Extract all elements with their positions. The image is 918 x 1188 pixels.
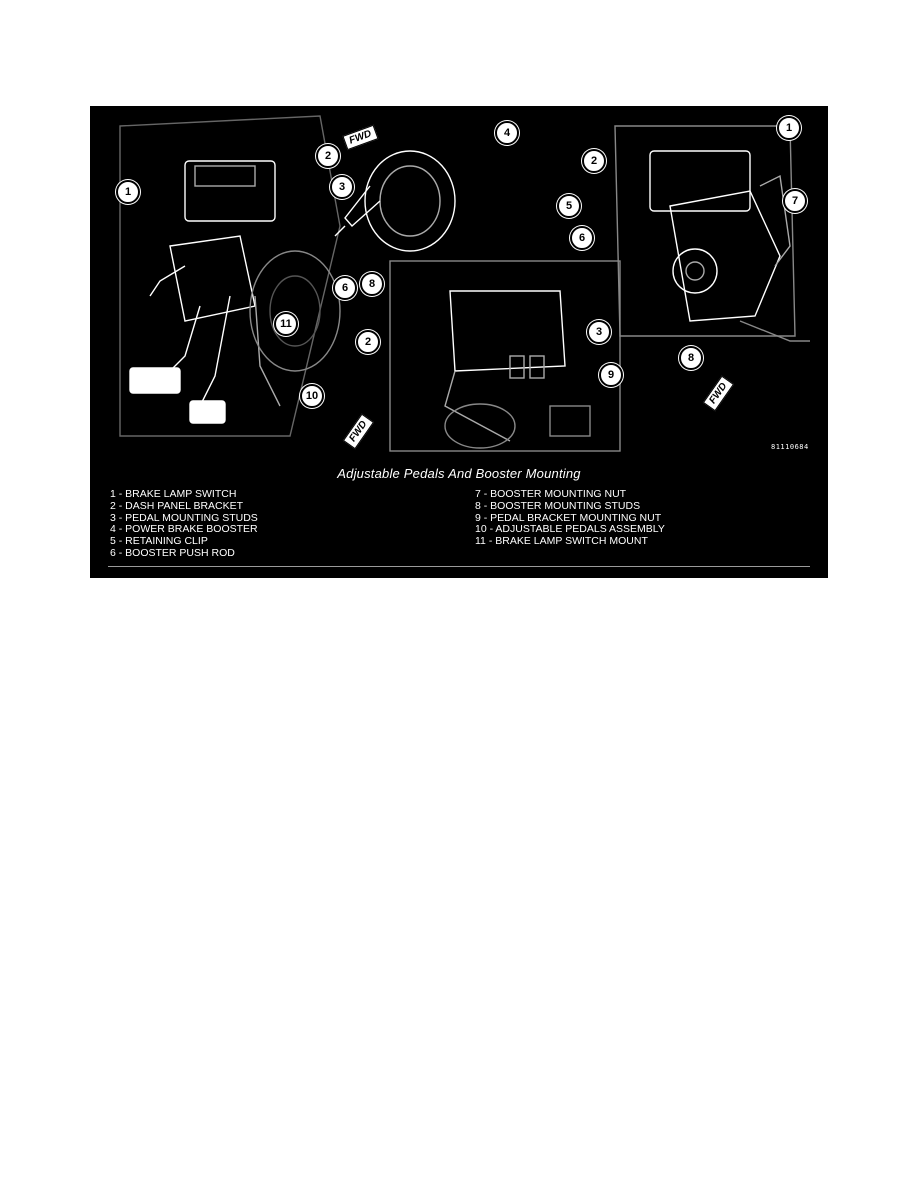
legend-item: 5 - RETAINING CLIP [110,535,208,548]
legend-right-column: 7 - BOOSTER MOUNTING NUT 8 - BOOSTER MOU… [475,488,665,548]
callout-3-middle: 3 [587,320,611,344]
callout-4: 4 [495,121,519,145]
callout-8: 8 [360,272,384,296]
figure-caption: Adjustable Pedals And Booster Mounting [337,466,581,481]
legend-item: 8 - BOOSTER MOUNTING STUDS [475,499,641,512]
callout-5: 5 [557,194,581,218]
callout-2-middle: 2 [356,330,380,354]
callout-6: 6 [333,276,357,300]
legend-item: 7 - BOOSTER MOUNTING NUT [475,488,627,500]
bottom-rule [108,566,810,567]
callout-9: 9 [599,363,623,387]
callout-2-right: 2 [582,149,606,173]
legend-item: 10 - ADJUSTABLE PEDALS ASSEMBLY [475,523,665,536]
figure-id: 81110684 [771,443,809,451]
callout-6-right: 6 [570,226,594,250]
callout-3: 3 [330,175,354,199]
illustration-drawing [119,115,810,452]
legend-left-column: 1 - BRAKE LAMP SWITCH 2 - DASH PANEL BRA… [110,488,258,560]
callout-7: 7 [783,189,807,213]
legend-item: 9 - PEDAL BRACKET MOUNTING NUT [475,511,662,524]
legend-item: 2 - DASH PANEL BRACKET [110,499,244,512]
callout-1-right: 1 [777,116,801,140]
legend-item: 1 - BRAKE LAMP SWITCH [110,488,237,500]
callout-2: 2 [316,144,340,168]
diagram-figure: 1 2 3 4 6 8 11 10 2 3 9 2 1 5 6 7 8 FWD … [90,106,828,578]
callout-8-right: 8 [679,346,703,370]
callout-10: 10 [300,384,324,408]
legend-item: 4 - POWER BRAKE BOOSTER [110,523,258,536]
legend-item: 6 - BOOSTER PUSH ROD [110,546,235,559]
legend-item: 3 - PEDAL MOUNTING STUDS [110,511,258,524]
callout-1: 1 [116,180,140,204]
legend-item: 11 - BRAKE LAMP SWITCH MOUNT [475,535,648,548]
callout-11: 11 [274,312,298,336]
